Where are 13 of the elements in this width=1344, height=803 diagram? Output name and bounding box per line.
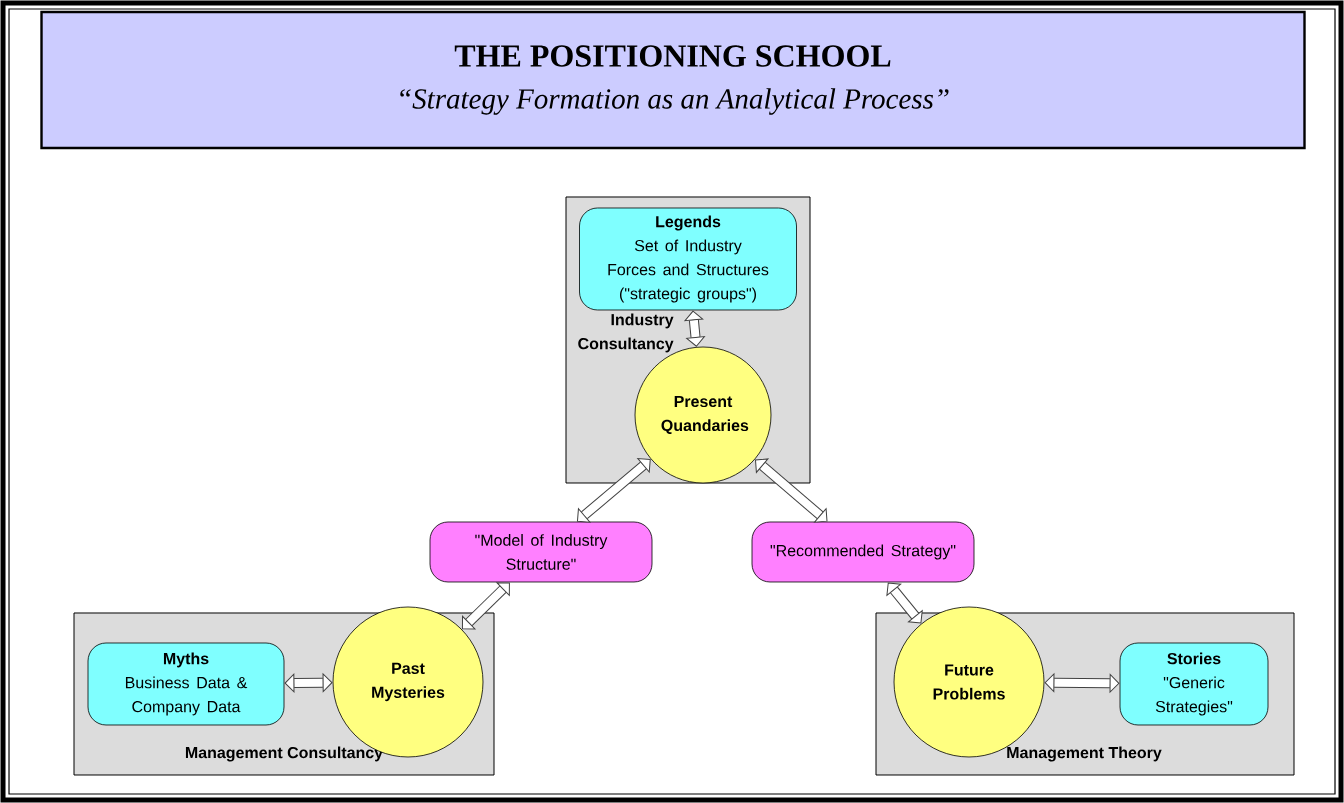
double-arrow (684, 310, 705, 347)
double-arrow (576, 458, 651, 523)
title-banner: THE POSITIONING SCHOOL “Strategy Formation as an Analytical Process” (40, 10, 1306, 150)
double-arrow (755, 458, 828, 523)
rounded-box: Legends Set of Industry Forces and Structures ("strategic groups") (579, 207, 797, 311)
rounded-box: "Model of Industry Structure" (429, 521, 653, 583)
double-arrow (1044, 673, 1120, 693)
double-arrow (284, 673, 333, 693)
double-arrow (886, 582, 923, 624)
rounded-box: Stories "Generic Strategies" (1119, 642, 1269, 726)
rounded-box: "Recommended Strategy" (751, 521, 975, 583)
rounded-box: Myths Business Data & Company Data (87, 642, 285, 726)
double-arrow (461, 582, 510, 630)
